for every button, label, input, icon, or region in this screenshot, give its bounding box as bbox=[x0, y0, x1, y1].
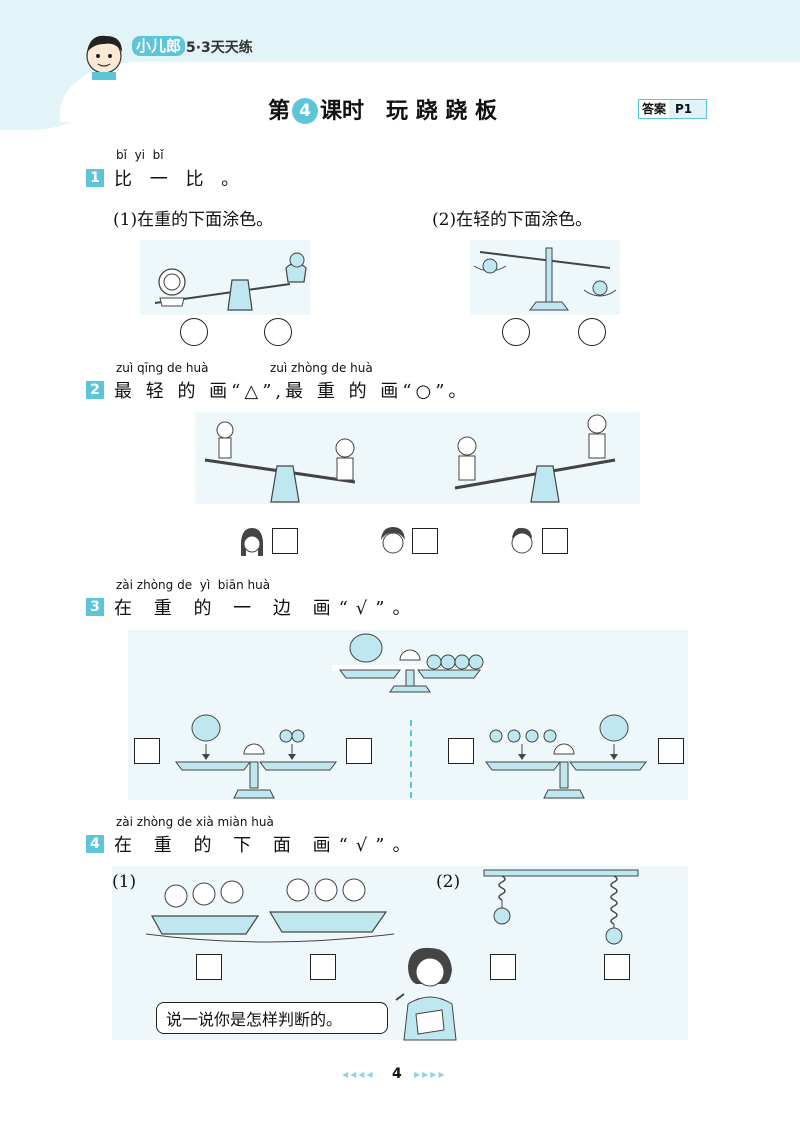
boy-mascot-icon bbox=[86, 35, 122, 80]
q4-long-spring-box[interactable] bbox=[604, 954, 630, 980]
lesson-title: 玩 跷 跷 板 bbox=[386, 99, 498, 124]
q2-number: 2 bbox=[86, 381, 104, 399]
q3-left-scale-left-box[interactable] bbox=[134, 738, 160, 764]
answer-page: P1 bbox=[669, 100, 707, 118]
lesson-suffix: 课时 bbox=[320, 99, 365, 124]
q4-number: 4 bbox=[86, 835, 104, 853]
q1-sub2: (2)在轻的下面涂色。 bbox=[432, 210, 593, 230]
lesson-prefix: 第 bbox=[268, 99, 291, 124]
q2-picture-bg bbox=[195, 412, 640, 504]
q4-dogs-answer-box[interactable] bbox=[196, 954, 222, 980]
springs-image bbox=[483, 869, 639, 945]
teacher-image bbox=[395, 947, 457, 1041]
q2-girl-answer-box[interactable] bbox=[272, 528, 298, 554]
lesson-number-badge: 4 bbox=[292, 98, 319, 124]
girl-face-icon bbox=[241, 528, 263, 556]
footer-left-arrows: ◀◀◀◀ bbox=[342, 1070, 375, 1079]
reference-scale-image bbox=[332, 633, 488, 693]
q3-left-scale-right-box[interactable] bbox=[346, 738, 372, 764]
q1-light-right-circle[interactable] bbox=[578, 318, 606, 346]
q2-boy-answer-box[interactable] bbox=[542, 528, 568, 554]
q3-panel-divider bbox=[410, 720, 412, 798]
q3-right-scale-left-box[interactable] bbox=[448, 738, 474, 764]
q3-right-scale-right-box[interactable] bbox=[658, 738, 684, 764]
q2-pinyin-a: zuì qīng de huà bbox=[116, 361, 209, 375]
header-band bbox=[0, 0, 800, 70]
q3-number: 3 bbox=[86, 598, 104, 616]
boy-face-icon bbox=[511, 527, 533, 554]
brand-name: 小儿郎 bbox=[132, 36, 186, 56]
answer-reference[interactable]: 答案 P1 bbox=[638, 99, 708, 119]
q4-sub2: (2) bbox=[436, 872, 461, 892]
page-number: 4 bbox=[392, 1066, 402, 1082]
q1-pinyin: bǐ yi bǐ bbox=[116, 148, 164, 162]
series-name: 5·3天天练 bbox=[186, 40, 253, 56]
left-balance-image bbox=[175, 714, 337, 799]
q1-number: 1 bbox=[86, 169, 104, 187]
answer-label: 答案 bbox=[639, 100, 670, 118]
q1-light-left-circle[interactable] bbox=[502, 318, 530, 346]
speech-bubble bbox=[156, 1002, 388, 1034]
q3-title: 在 重 的 一 边 画“√”。 bbox=[114, 598, 419, 619]
q4-sub1: (1) bbox=[112, 872, 137, 892]
q1-sub1: (1)在重的下面涂色。 bbox=[113, 210, 274, 230]
q2-title: 最 轻 的 画“△”,最 重 的 画“○”。 bbox=[114, 381, 471, 402]
q3-pinyin: zài zhòng de yì biān huà bbox=[116, 578, 271, 592]
seesaw-lion-cat-image bbox=[154, 252, 307, 311]
q1-title: 比 一 比 。 bbox=[114, 169, 246, 190]
q2-woman-answer-box[interactable] bbox=[412, 528, 438, 554]
speech-text: 说一说你是怎样判断的。 bbox=[166, 1010, 343, 1029]
q1-right-answer-circle[interactable] bbox=[264, 318, 292, 346]
seesaw-children-image bbox=[204, 414, 616, 503]
animals-in-boats-image bbox=[145, 878, 395, 943]
q1-left-answer-circle[interactable] bbox=[180, 318, 208, 346]
q4-short-spring-box[interactable] bbox=[490, 954, 516, 980]
q2-pinyin-b: zuì zhòng de huà bbox=[270, 361, 373, 375]
balance-scale-image bbox=[473, 247, 617, 311]
q4-pinyin: zài zhòng de xià miàn huà bbox=[116, 815, 274, 829]
right-balance-image bbox=[485, 714, 647, 799]
q4-cats-answer-box[interactable] bbox=[310, 954, 336, 980]
footer-right-arrows: ▶▶▶▶ bbox=[414, 1070, 447, 1079]
woman-face-icon bbox=[381, 527, 405, 554]
q4-title: 在 重 的 下 面 画“√”。 bbox=[114, 835, 419, 856]
